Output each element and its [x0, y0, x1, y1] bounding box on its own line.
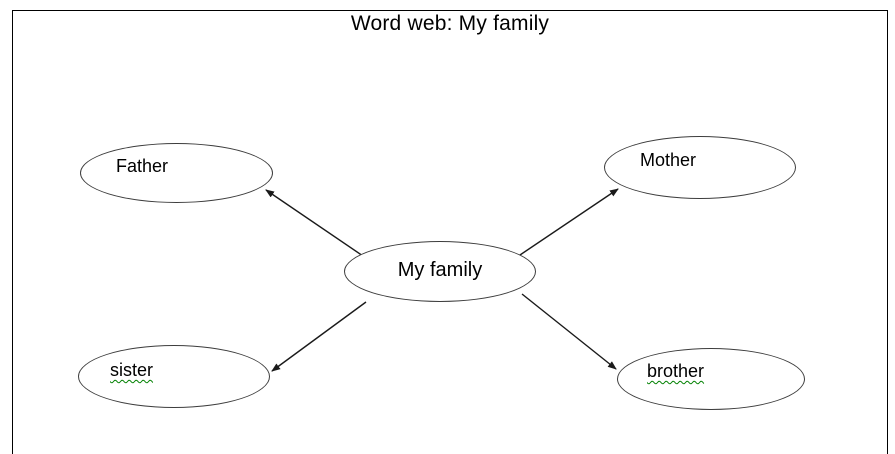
node-sister-label: sister	[110, 360, 154, 380]
page-title: Word web: My family	[350, 12, 550, 35]
node-father[interactable]: Father	[80, 143, 273, 203]
arrow-center-to-father[interactable]	[265, 189, 364, 257]
node-mother-label: Mother	[640, 150, 697, 170]
node-my-family[interactable]: My family	[344, 241, 536, 302]
arrow-center-to-brother[interactable]	[521, 293, 617, 370]
arrow-center-to-sister[interactable]	[271, 301, 367, 372]
node-sister[interactable]: sister	[78, 345, 270, 408]
arrow-center-to-mother[interactable]	[519, 188, 619, 256]
node-brother[interactable]: brother	[617, 348, 805, 410]
node-mother[interactable]: Mother	[604, 136, 796, 199]
node-my-family-label: My family	[397, 259, 483, 281]
page-border	[12, 10, 888, 454]
node-brother-label: brother	[647, 361, 705, 381]
node-father-label: Father	[116, 156, 169, 176]
